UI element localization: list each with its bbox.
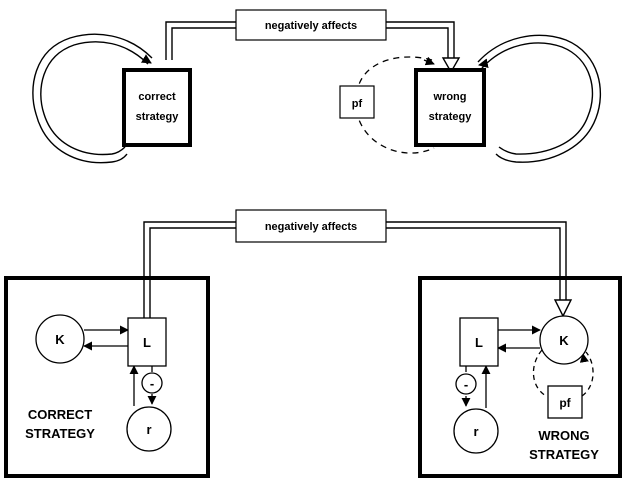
bottom-wrong-minus-label: - (464, 377, 468, 392)
top-pf-box: pf (339, 85, 375, 119)
bottom-wrong-minus-node (455, 373, 477, 395)
bottom-wrong-l-node (459, 317, 499, 367)
top-relation-label: negatively affects (265, 20, 357, 32)
top-correct-self-loop (32, 33, 153, 164)
top-diagram: negatively affects correct strategy wron… (32, 9, 602, 164)
bottom-wrong-caption-line2: STRATEGY (529, 447, 599, 462)
bottom-correct-r-node (126, 406, 172, 452)
top-wrong-label-line2: strategy (429, 111, 473, 123)
top-correct-label-line1: correct (138, 91, 176, 103)
bottom-wrong-r-node (453, 408, 499, 454)
bottom-correct-r-label: r (146, 422, 151, 437)
bottom-wrong-k-label: K (559, 333, 569, 348)
top-correct-label-line2: strategy (136, 111, 180, 123)
top-wrong-label-line1: wrong (433, 91, 467, 103)
bottom-correct-caption-line1: CORRECT (28, 407, 92, 422)
bottom-correct-minus-label: - (150, 376, 154, 391)
top-negative-connector (165, 21, 461, 74)
bottom-wrong-caption-line1: WRONG (538, 428, 589, 443)
bottom-correct-k-label: K (55, 332, 65, 347)
top-relation-box: negatively affects (235, 9, 387, 41)
bottom-wrong-strategy-panel: L K - r pf WRONG STRATEGY (418, 276, 622, 478)
bottom-correct-l-node (127, 317, 167, 367)
bottom-wrong-l-label: L (475, 335, 483, 350)
bottom-wrong-k-node (539, 315, 589, 365)
bottom-correct-strategy-panel: K L - r CORRECT STRATEGY (4, 276, 210, 478)
top-wrong-strategy-box: wrong strategy (414, 68, 486, 147)
bottom-correct-k-node (35, 314, 85, 364)
bottom-wrong-r-label: r (473, 424, 478, 439)
bottom-relation-label: negatively affects (265, 221, 357, 233)
bottom-wrong-pf-label: pf (559, 396, 571, 410)
bottom-correct-l-label: L (143, 335, 151, 350)
bottom-wrong-pf-node (547, 385, 583, 419)
bottom-correct-caption-line2: STRATEGY (25, 426, 95, 441)
bottom-relation-box: negatively affects (235, 209, 387, 243)
top-wrong-self-loop (477, 34, 602, 163)
top-correct-strategy-box: correct strategy (122, 68, 192, 147)
top-pf-label: pf (352, 98, 363, 110)
bottom-diagram: negatively affects K L - r (4, 209, 622, 478)
bottom-correct-minus-node (141, 372, 163, 394)
